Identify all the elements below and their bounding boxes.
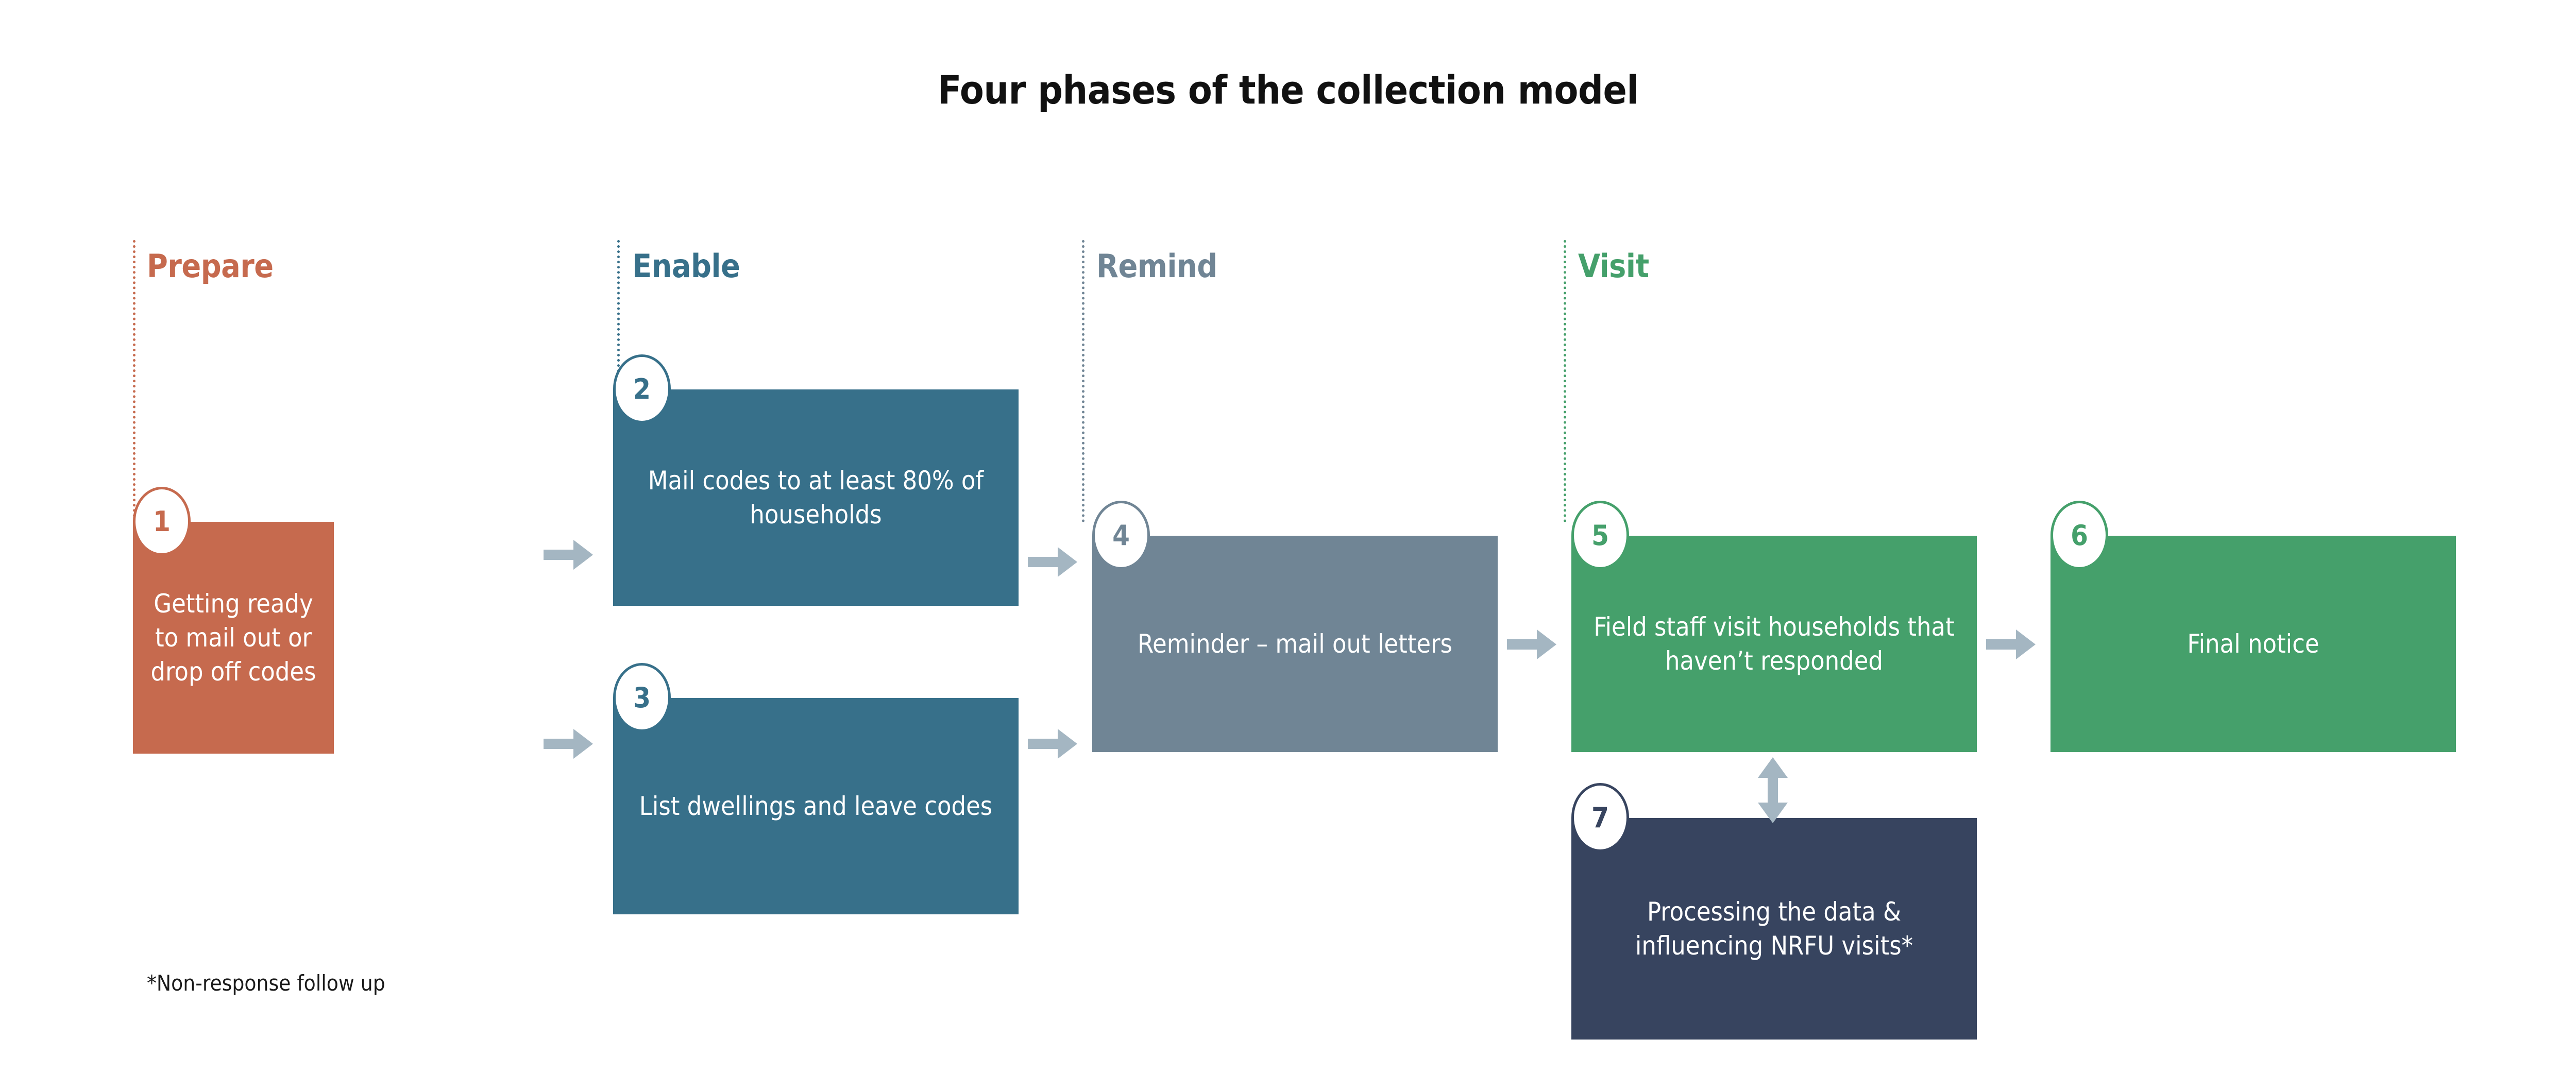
step-box-4[interactable]: Reminder – mail out letters (1092, 536, 1498, 752)
arrow-step5-step7-bidirectional-icon (1758, 757, 1788, 823)
step-box-3-label: List dwellings and leave codes (639, 791, 993, 821)
step-box-3[interactable]: List dwellings and leave codes (613, 698, 1019, 914)
step-box-2[interactable]: Mail codes to at least 80% of households (613, 389, 1019, 606)
step-box-5[interactable]: Field staff visit households that haven’… (1571, 536, 1977, 752)
step-badge-2: 2 (613, 354, 671, 423)
step-badge-1: 1 (133, 487, 191, 556)
step-box-1[interactable]: Getting ready to mail out or drop off co… (133, 522, 334, 754)
step-badge-4: 4 (1092, 501, 1150, 570)
arrow-step5-to-step6-icon (1986, 629, 2036, 659)
footnote: *Non-response follow up (147, 970, 385, 996)
step-badge-6: 6 (2050, 501, 2108, 570)
step-box-7-label: Processing the data & influencing NRFU v… (1635, 897, 1913, 961)
step-badge-5: 5 (1571, 501, 1629, 570)
step-box-6[interactable]: Final notice (2050, 536, 2456, 752)
arrow-step1-to-step3-icon (544, 729, 593, 759)
step-box-1-label: Getting ready to mail out or drop off co… (150, 589, 316, 687)
step-box-7[interactable]: Processing the data & influencing NRFU v… (1571, 818, 1977, 1040)
phase-divider-remind (1082, 240, 1084, 522)
phase-label-enable: Enable (632, 247, 740, 285)
step-box-5-label: Field staff visit households that haven’… (1594, 612, 1955, 676)
step-box-6-label: Final notice (2187, 629, 2319, 659)
step-box-2-label: Mail codes to at least 80% of households (648, 466, 984, 530)
phase-divider-prepare (133, 240, 135, 522)
page-title: Four phases of the collection model (937, 67, 1639, 113)
phase-label-visit: Visit (1578, 247, 1649, 285)
phase-label-prepare: Prepare (147, 247, 274, 285)
arrow-step1-to-step2-icon (544, 540, 593, 570)
phase-label-remind: Remind (1096, 247, 1217, 285)
step-box-4-label: Reminder – mail out letters (1138, 629, 1452, 659)
step-badge-7: 7 (1571, 783, 1629, 852)
step-badge-3: 3 (613, 663, 671, 732)
arrow-step4-to-step5-icon (1507, 629, 1556, 659)
arrow-step3-to-step4-icon (1028, 729, 1077, 759)
phase-divider-visit (1564, 240, 1566, 522)
arrow-step2-to-step4-icon (1028, 547, 1077, 577)
